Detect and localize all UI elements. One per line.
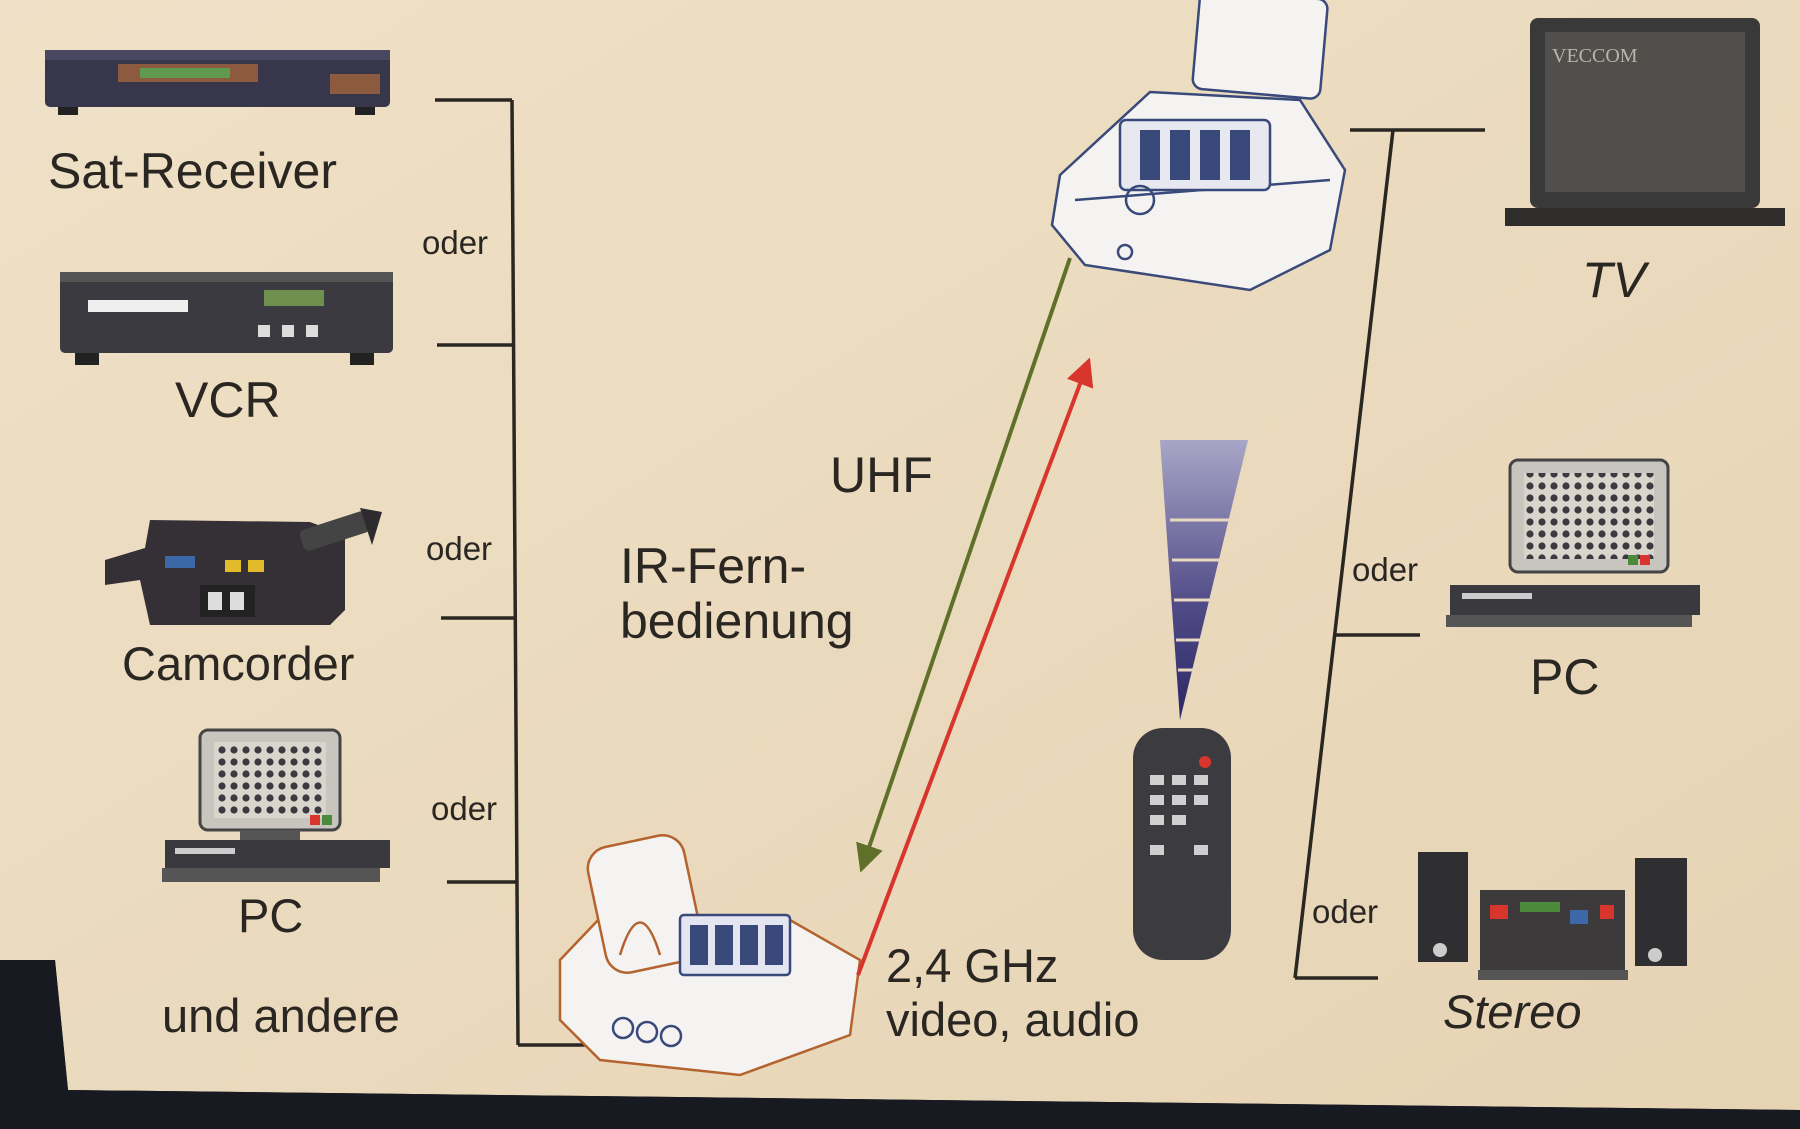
tv-brand-text: VECCOM <box>1552 45 1638 67</box>
destination-pc-icon <box>1446 458 1700 627</box>
oder-label-left-1: oder <box>422 224 489 261</box>
card-dark-edge <box>0 960 1800 1129</box>
oder-label-right-2: oder <box>1312 893 1379 930</box>
oder-label-left-3: oder <box>431 790 498 827</box>
frequency-label-line2: video, audio <box>886 993 1140 1046</box>
ir-remote-label-line2: bedienung <box>620 593 854 649</box>
uhf-arrow <box>856 257 1072 873</box>
uhf-label: UHF <box>830 447 933 503</box>
stereo-label: Stereo <box>1443 985 1582 1038</box>
destination-bracket <box>1293 128 1485 980</box>
tv-label: TV <box>1582 252 1646 308</box>
tv-icon: VECCOM <box>1505 18 1785 226</box>
camcorder-icon <box>105 508 382 625</box>
ghz-arrow <box>856 357 1094 976</box>
ir-remote-label-line1: IR-Fern- <box>620 538 807 594</box>
source-pc-label: PC <box>238 889 304 942</box>
oder-label-left-2: oder <box>426 530 493 567</box>
sender-unit-icon <box>558 834 862 1077</box>
vcr-icon <box>60 272 393 365</box>
sat-receiver-icon <box>45 50 390 115</box>
stereo-icon <box>1418 852 1687 980</box>
receiver-unit-icon <box>1050 0 1347 292</box>
oder-label-right-1: oder <box>1352 551 1419 588</box>
and-others-label: und andere <box>162 989 400 1042</box>
ir-beam-stripes <box>1170 518 1238 672</box>
ir-remote-icon <box>1133 440 1248 960</box>
source-pc-icon <box>162 728 390 882</box>
destination-pc-label: PC <box>1530 649 1600 705</box>
frequency-label-line1: 2,4 GHz <box>886 939 1059 992</box>
vcr-label: VCR <box>175 372 281 428</box>
source-bracket <box>435 98 585 1047</box>
camcorder-label: Camcorder <box>122 637 355 690</box>
ir-beam <box>1160 440 1248 720</box>
sat-receiver-label: Sat-Receiver <box>48 143 337 199</box>
